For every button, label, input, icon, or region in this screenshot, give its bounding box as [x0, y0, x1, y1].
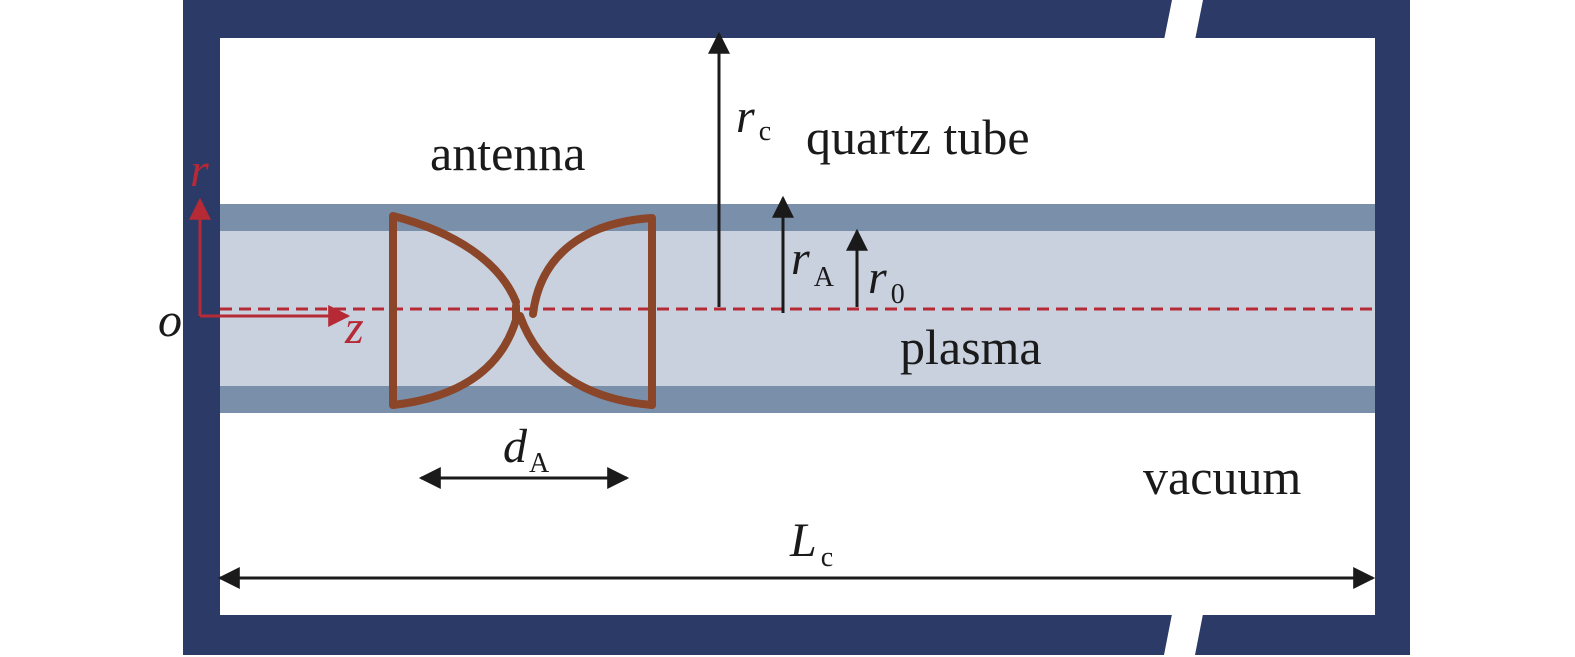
label-dA: dA [503, 420, 550, 479]
label-z-axis: z [344, 301, 364, 354]
label-plasma: plasma [900, 319, 1042, 375]
antenna-shape [389, 212, 656, 409]
label-vacuum: vacuum [1143, 449, 1301, 505]
wall-break-top [1164, 0, 1203, 40]
label-origin: o [158, 294, 182, 347]
wall-break-bottom [1164, 614, 1203, 655]
label-antenna: antenna [430, 125, 585, 181]
label-r-axis: r [190, 144, 209, 197]
label-quartz-tube: quartz tube [806, 109, 1030, 165]
